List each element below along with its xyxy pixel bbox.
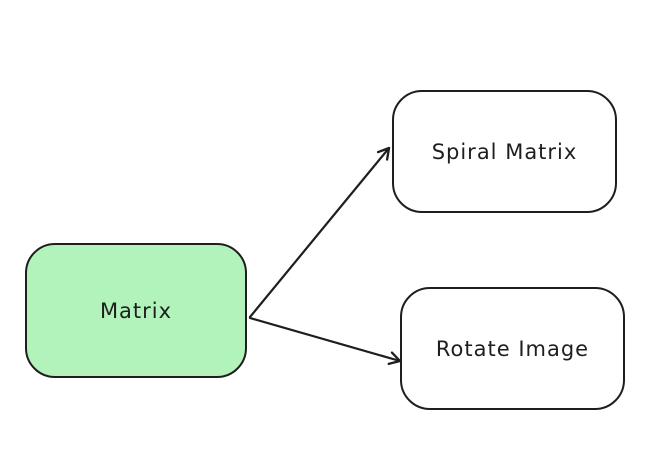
node-matrix-label: Matrix — [99, 298, 173, 323]
node-spiral-matrix-label: Spiral Matrix — [431, 139, 578, 164]
edge-matrix-to-spiral-matrix[interactable] — [248, 146, 391, 319]
node-rotate-image[interactable]: Rotate Image — [400, 287, 625, 410]
node-spiral-matrix[interactable]: Spiral Matrix — [392, 90, 617, 213]
node-matrix[interactable]: Matrix — [25, 243, 247, 378]
edge-matrix-to-rotate-image[interactable] — [248, 316, 402, 366]
node-rotate-image-label: Rotate Image — [435, 336, 590, 361]
